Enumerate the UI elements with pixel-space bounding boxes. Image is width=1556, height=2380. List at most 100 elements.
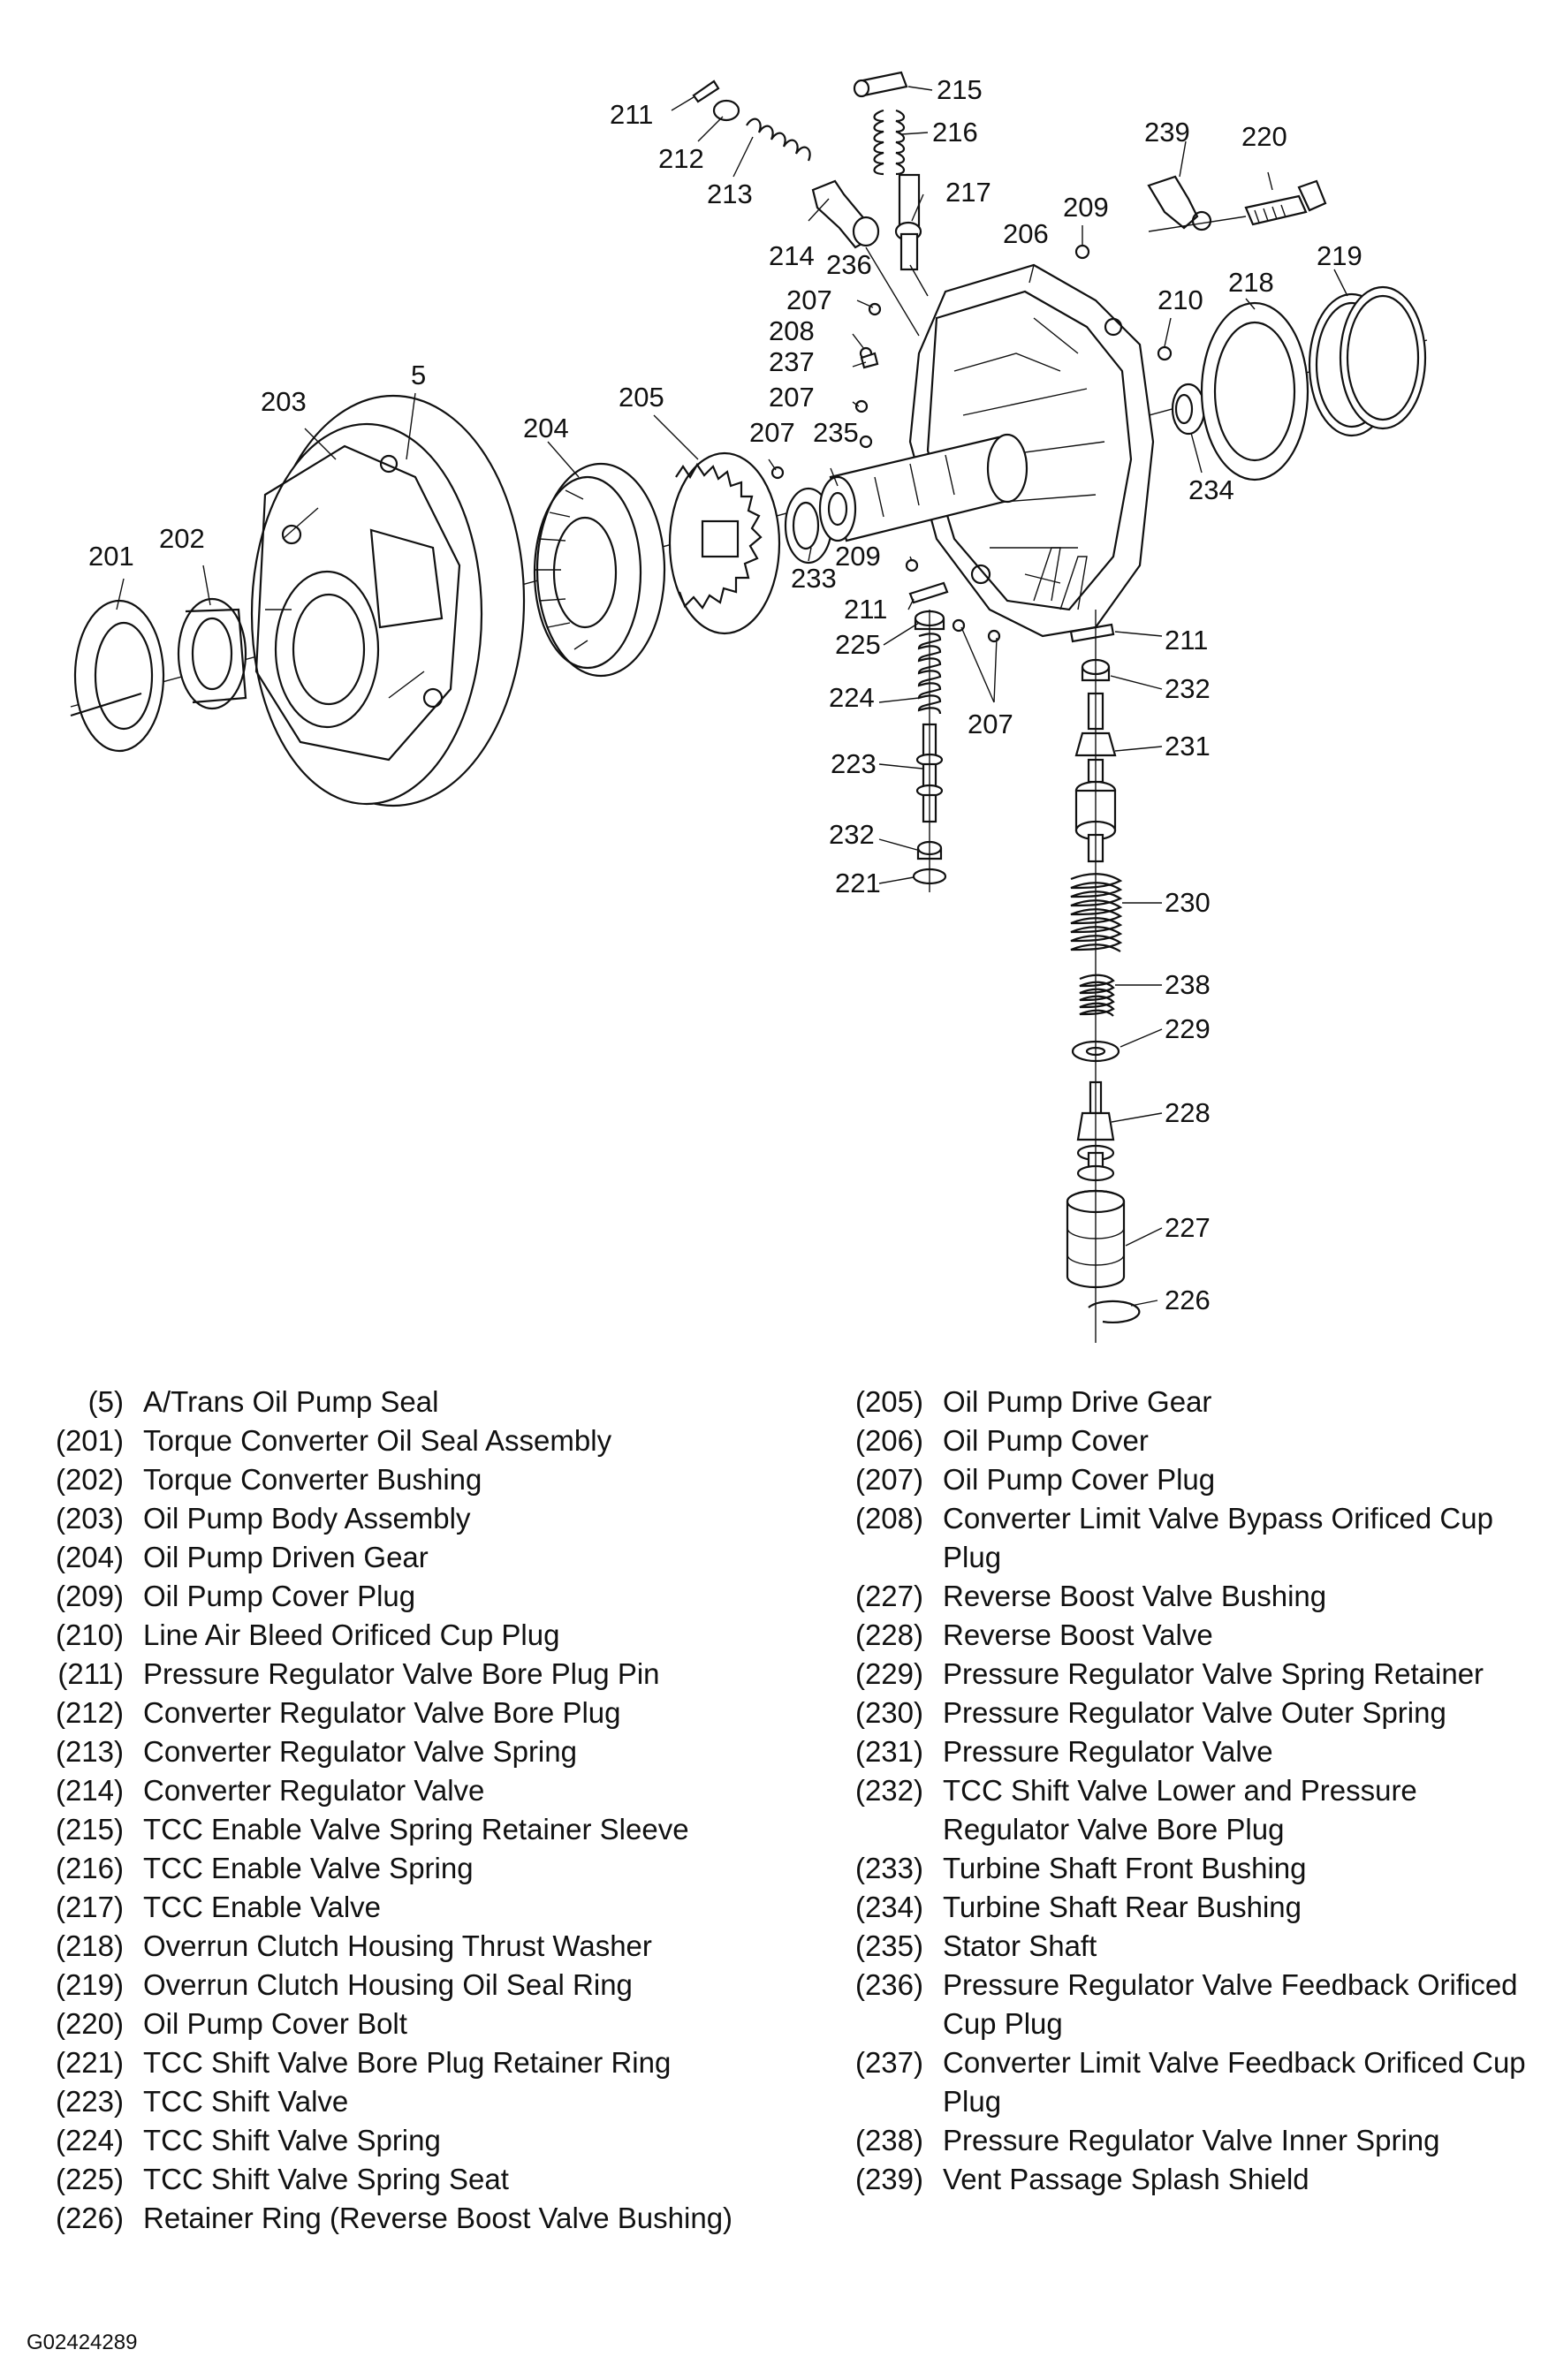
callout-209-b: 209 (835, 541, 881, 572)
legend-item-description: Line Air Bleed Orificed Cup Plug (143, 1618, 560, 1651)
legend-item-code: (228) (854, 1618, 923, 1651)
leader-lines (116, 86, 1348, 1307)
legend-item-code: (217) (55, 1891, 124, 1923)
part-214-regulator-valve (811, 179, 880, 249)
legend-item-description: TCC Enable Valve Spring (143, 1852, 474, 1884)
legend-item: (229)Pressure Regulator Valve Spring Ret… (826, 1655, 1542, 1694)
legend-item-description: Pressure Regulator Valve Inner Spring (943, 2124, 1440, 2156)
legend-item: (223)TCC Shift Valve (27, 2082, 742, 2121)
legend-right-column: (205)Oil Pump Drive Gear(206)Oil Pump Co… (826, 1383, 1542, 2199)
legend-item-code: (226) (55, 2202, 124, 2234)
legend-item-description: Converter Regulator Valve Bore Plug (143, 1696, 621, 1729)
legend-item: (233) Turbine Shaft Front Bushing (826, 1849, 1542, 1888)
callout-202: 202 (159, 523, 205, 554)
legend-item: (224)TCC Shift Valve Spring (27, 2121, 742, 2160)
legend-item-description: Pressure Regulator Valve Spring Retainer (943, 1657, 1484, 1690)
legend-item: (225)TCC Shift Valve Spring Seat (27, 2160, 742, 2199)
part-216-spring (873, 109, 906, 176)
part-239-splash-shield (1147, 175, 1212, 231)
small-plugs (770, 244, 1173, 643)
callout-201: 201 (88, 541, 134, 572)
callout-labels: 5 201 202 203 204 205 206 207 207 207 20… (88, 74, 1362, 1315)
legend-item-description: TCC Shift Valve (143, 2085, 349, 2118)
legend-item-code: (216) (55, 1852, 124, 1884)
callout-219: 219 (1317, 240, 1362, 271)
legend-item-code: (214) (55, 1774, 124, 1807)
legend-item-code: (201) (55, 1424, 124, 1457)
legend-item-code: (205) (854, 1385, 923, 1418)
legend-item-description: Converter Regulator Valve Spring (143, 1735, 577, 1768)
callout-207-a: 207 (786, 284, 832, 315)
legend-item-description: Oil Pump Cover Plug (943, 1463, 1216, 1496)
legend-item-description: Torque Converter Bushing (143, 1463, 482, 1496)
legend-item-description: TCC Enable Valve (143, 1891, 382, 1923)
legend-item-description: Reverse Boost Valve Bushing (943, 1580, 1327, 1612)
callout-5: 5 (411, 360, 426, 390)
part-213-spring (746, 117, 811, 162)
callout-231: 231 (1165, 731, 1211, 762)
part-226-retainer-ring (1088, 1300, 1141, 1323)
legend-item-description: Overrun Clutch Housing Oil Seal Ring (143, 1968, 633, 2001)
legend-item: (238) Pressure Regulator Valve Inner Spri… (826, 2121, 1542, 2160)
legend-item-description: Pressure Regulator Valve Outer Spring (943, 1696, 1446, 1729)
callout-226: 226 (1165, 1285, 1211, 1315)
legend-item: (206) Oil Pump Cover (826, 1421, 1542, 1460)
legend-item-code: (211) (57, 1657, 124, 1690)
legend-item-code: (238) (854, 2124, 923, 2156)
legend-item: (220)Oil Pump Cover Bolt (27, 2005, 742, 2043)
callout-227: 227 (1165, 1212, 1211, 1243)
legend-item-description: Converter Limit Valve Bypass Orificed Cu… (943, 1502, 1493, 1573)
part-215-sleeve (853, 71, 908, 98)
callout-210: 210 (1158, 284, 1203, 315)
exploded-view-diagram: 5 201 202 203 204 205 206 207 207 207 20… (70, 71, 1428, 1343)
legend-item: (216) TCC Enable Valve Spring (27, 1849, 742, 1888)
legend-item-description: Oil Pump Driven Gear (143, 1541, 429, 1573)
legend-item-code: (210) (55, 1618, 124, 1651)
callout-228: 228 (1165, 1097, 1211, 1128)
legend-item-description: Oil Pump Cover (943, 1424, 1149, 1457)
callout-207-d: 207 (968, 709, 1013, 739)
part-219-seal-rings (1308, 285, 1427, 437)
legend-item: (203)Oil Pump Body Assembly (27, 1499, 742, 1538)
legend-item-code: (219) (55, 1968, 124, 2001)
legend-item: (227)Reverse Boost Valve Bushing (826, 1577, 1542, 1616)
legend-item-description: TCC Shift Valve Bore Plug Retainer Ring (143, 2046, 672, 2079)
part-203-pump-body (250, 394, 526, 807)
legend-item-code: (233) (854, 1852, 923, 1884)
part-205-drive-gear (668, 451, 781, 635)
legend-item: (202)Torque Converter Bushing (27, 1460, 742, 1499)
legend-item-code: (206) (854, 1424, 923, 1457)
legend-item-description: Overrun Clutch Housing Thrust Washer (143, 1929, 652, 1962)
legend-item-code: (221) (55, 2046, 124, 2079)
legend-item-code: (208) (854, 1502, 923, 1535)
part-235-stator-shaft (818, 433, 1028, 542)
callout-211-b: 211 (844, 594, 887, 625)
legend-item-description: Pressure Regulator Valve Feedback Orific… (943, 1968, 1518, 2040)
legend-item: (217) TCC Enable Valve (27, 1888, 742, 1927)
legend-item-description: TCC Enable Valve Spring Retainer Sleeve (143, 1813, 689, 1846)
part-217-enable-valve (894, 173, 922, 271)
callout-213: 213 (707, 178, 753, 209)
legend-item: (234)Turbine Shaft Rear Bushing (826, 1888, 1542, 1927)
callout-221: 221 (835, 868, 881, 898)
part-204-driven-gear (533, 462, 666, 678)
legend-item-code: (207) (854, 1463, 923, 1496)
legend-item-description: Retainer Ring (Reverse Boost Valve Bushi… (143, 2202, 733, 2234)
part-201-seal (70, 599, 165, 753)
legend-item-description: Converter Regulator Valve (143, 1774, 485, 1807)
legend-item-code: (209) (55, 1580, 124, 1612)
legend-item-code: (213) (55, 1735, 124, 1768)
callout-238: 238 (1165, 969, 1211, 1000)
legend-item-code: (204) (55, 1541, 124, 1573)
legend-item-code: (215) (55, 1813, 124, 1846)
legend-item: (211)Pressure Regulator Valve Bore Plug … (27, 1655, 742, 1694)
legend-item-description: TCC Shift Valve Lower and Pressure Regul… (943, 1774, 1417, 1846)
callout-214: 214 (769, 240, 815, 271)
legend-item: (215) TCC Enable Valve Spring Retainer Sl… (27, 1810, 742, 1849)
callout-225: 225 (835, 629, 881, 660)
legend-item: (236)Pressure Regulator Valve Feedback O… (826, 1966, 1542, 2043)
callout-203: 203 (261, 386, 307, 417)
legend-item-description: Turbine Shaft Front Bushing (943, 1852, 1307, 1884)
figure-id: G02424289 (27, 2331, 138, 2354)
legend-item-code: (234) (854, 1891, 923, 1923)
